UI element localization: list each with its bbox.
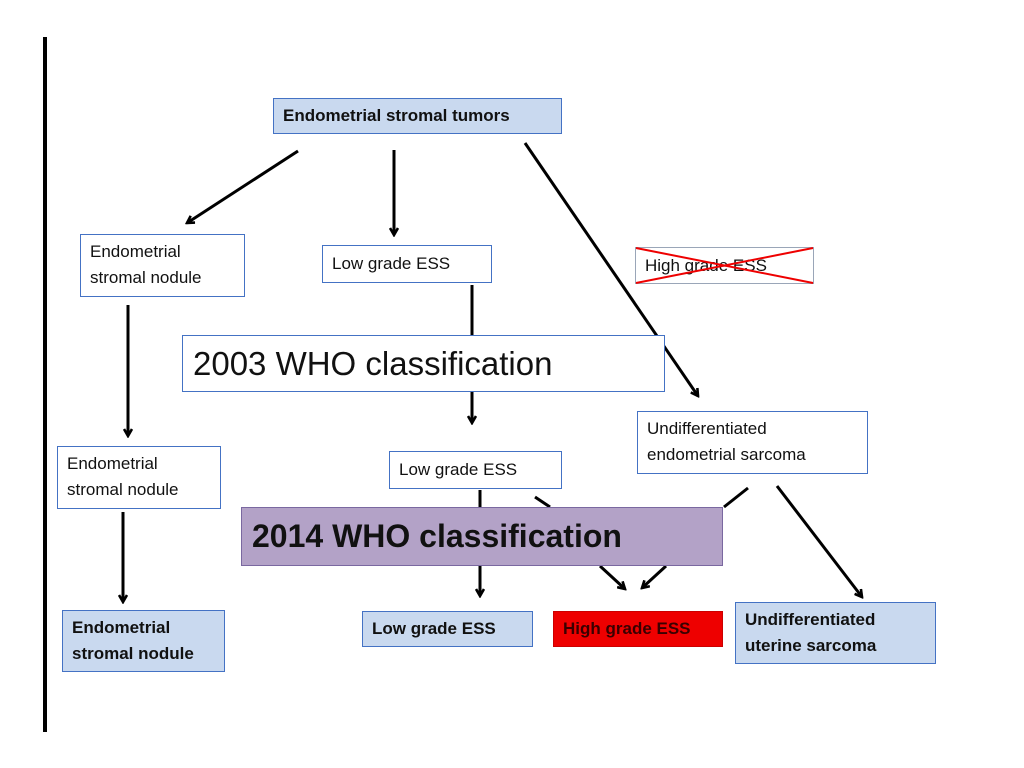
node-label: High grade ESS (563, 619, 691, 638)
arrow-top-to-undifferentiated (523, 142, 698, 396)
node-label: High grade ESS (645, 256, 767, 275)
node-label-line1: Endometrial (72, 618, 171, 637)
node-endometrial-stromal-tumors: Endometrial stromal tumors (273, 98, 562, 134)
node-2014-low-grade-ess: Low grade ESS (362, 611, 533, 647)
arrow-banner-to-high-grade-left (598, 564, 625, 589)
connector-low-grade-to-high-grade (534, 495, 551, 509)
node-2014-undifferentiated-uterine-sarcoma: Undifferentiated uterine sarcoma (735, 602, 936, 664)
connector-undiff-to-high-grade (723, 486, 749, 509)
node-label-line1: Undifferentiated (745, 610, 876, 629)
node-label: Low grade ESS (372, 619, 496, 638)
node-undifferentiated-endometrial-sarcoma: Undifferentiated endometrial sarcoma (637, 411, 868, 474)
node-label-line2: stromal nodule (90, 268, 202, 287)
node-endometrial-stromal-nodule: Endometrial stromal nodule (57, 446, 221, 509)
node-low-grade-ess: Low grade ESS (389, 451, 562, 489)
node-label-line1: Endometrial (67, 454, 158, 473)
banner-2003-who-classification: 2003 WHO classification (182, 335, 665, 392)
node-label: Low grade ESS (399, 460, 518, 479)
node-label-line2: stromal nodule (72, 644, 194, 663)
left-vertical-rule (43, 37, 47, 732)
node-label: Low grade ESS (332, 254, 451, 273)
node-2003-low-grade-ess: Low grade ESS (322, 245, 492, 283)
node-2014-high-grade-ess: High grade ESS (553, 611, 723, 647)
arrow-banner-to-high-grade-right (642, 564, 668, 588)
node-2003-high-grade-ess-crossed-out: High grade ESS (635, 247, 814, 284)
banner-2014-who-classification: 2014 WHO classification (241, 507, 723, 566)
node-label: Endometrial stromal tumors (283, 106, 510, 125)
node-2003-endometrial-stromal-nodule: Endometrial stromal nodule (80, 234, 245, 297)
node-label-line2: uterine sarcoma (745, 636, 877, 655)
node-2014-endometrial-stromal-nodule: Endometrial stromal nodule (62, 610, 225, 672)
arrow-top-to-nodule (187, 149, 299, 223)
arrow-undiff-to-uterine-sarcoma (775, 485, 862, 597)
node-label-line1: Endometrial (90, 242, 181, 261)
node-label-line1: Undifferentiated (647, 419, 767, 438)
node-label-line2: endometrial sarcoma (647, 445, 806, 464)
cross-out-mark (635, 247, 814, 284)
node-label-line2: stromal nodule (67, 480, 179, 499)
